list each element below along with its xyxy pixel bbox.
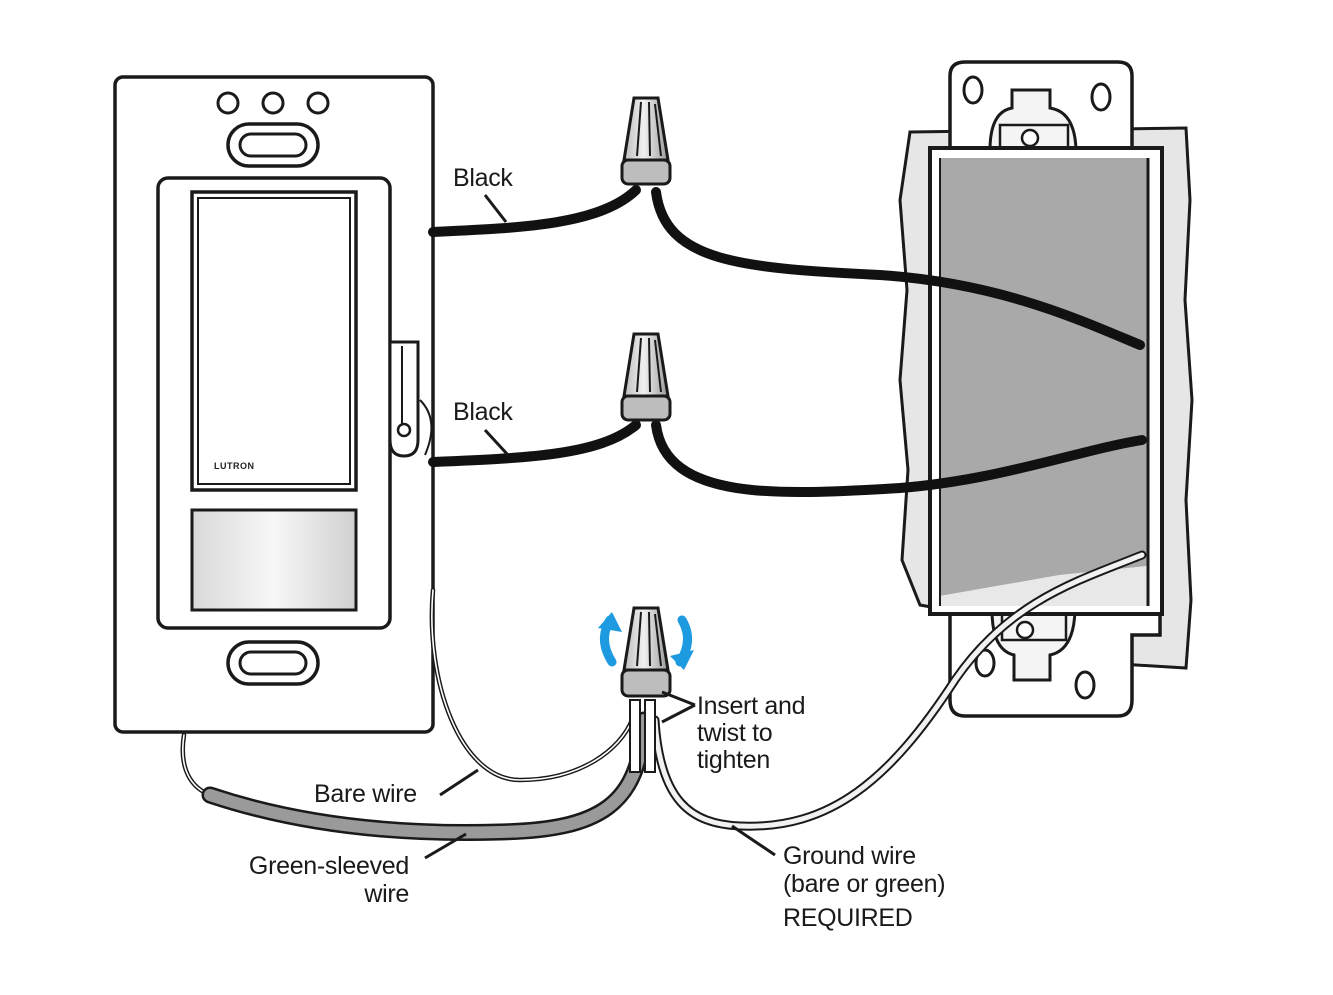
box-interior	[940, 158, 1148, 596]
wire-nut-middle	[620, 332, 672, 422]
label-green-sleeved-2: wire	[363, 880, 409, 908]
strap-hole	[962, 75, 984, 105]
strap-screw	[1020, 128, 1040, 148]
wall-box	[898, 60, 1194, 718]
strap-hole	[1074, 670, 1096, 700]
label-insert-1: Insert and	[697, 692, 805, 720]
indicator-hole	[216, 91, 240, 115]
wires	[180, 185, 1147, 842]
label-ground-1: Ground wire	[783, 842, 916, 870]
leader-lines	[424, 194, 776, 860]
black-wire-box-top	[651, 187, 1145, 350]
label-bare-wire: Bare wire	[314, 780, 417, 808]
label-ground-3: REQUIRED	[783, 904, 913, 932]
rocker-button	[190, 190, 358, 492]
label-insert-2: twist to	[697, 719, 772, 747]
wire-nut-bottom	[598, 606, 694, 698]
wire-nut-icon	[620, 332, 672, 422]
bare-wire	[429, 587, 635, 783]
label-ground-2: (bare or green)	[783, 870, 945, 898]
side-slider	[388, 340, 420, 458]
label-insert-3: tighten	[697, 746, 770, 774]
wire-nut-top	[620, 96, 672, 186]
sensor-lens	[190, 508, 358, 612]
brand-logo: LUTRON	[214, 461, 255, 471]
black-wire-box-middle	[651, 420, 1147, 498]
wire-nut-icon	[620, 606, 672, 698]
strap-ear-top	[988, 88, 1078, 152]
label-green-sleeved-1: Green-sleeved	[249, 852, 409, 880]
strap-screw	[1015, 620, 1035, 640]
wire-nut-icon	[620, 96, 672, 186]
label-black-top: Black	[453, 164, 513, 192]
indicator-hole	[306, 91, 330, 115]
black-wire-switch-top	[428, 185, 641, 237]
label-black-middle: Black	[453, 398, 513, 426]
indicator-hole	[261, 91, 285, 115]
black-wire-switch-middle	[428, 420, 641, 467]
twist-arrow-icon	[598, 612, 694, 670]
labels: Black Black Insert and twist to tighten …	[249, 164, 946, 932]
strap-hole	[974, 648, 996, 678]
strap-hole	[1090, 82, 1112, 112]
sensor-switch: LUTRON	[113, 75, 435, 734]
